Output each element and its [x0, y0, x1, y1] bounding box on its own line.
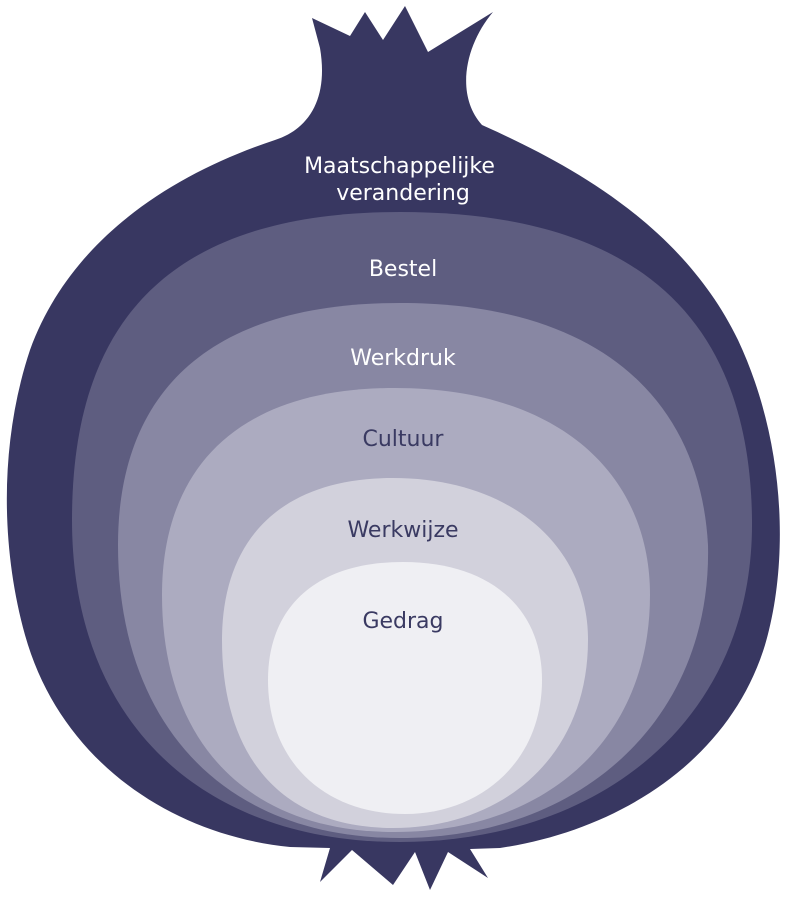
label-cultuur: Cultuur [363, 427, 445, 452]
label-maatschappelijke-line-1: Maatschappelijke [304, 154, 495, 179]
label-gedrag: Gedrag [362, 609, 443, 634]
label-werkdruk: Werkdruk [350, 346, 456, 371]
label-maatschappelijke-verandering: Maatschappelijke verandering [304, 154, 502, 206]
label-werkwijze: Werkwijze [347, 518, 458, 543]
label-bestel: Bestel [369, 257, 437, 282]
label-maatschappelijke-line-2: verandering [336, 181, 470, 206]
onion-layer-gedrag [268, 562, 542, 814]
